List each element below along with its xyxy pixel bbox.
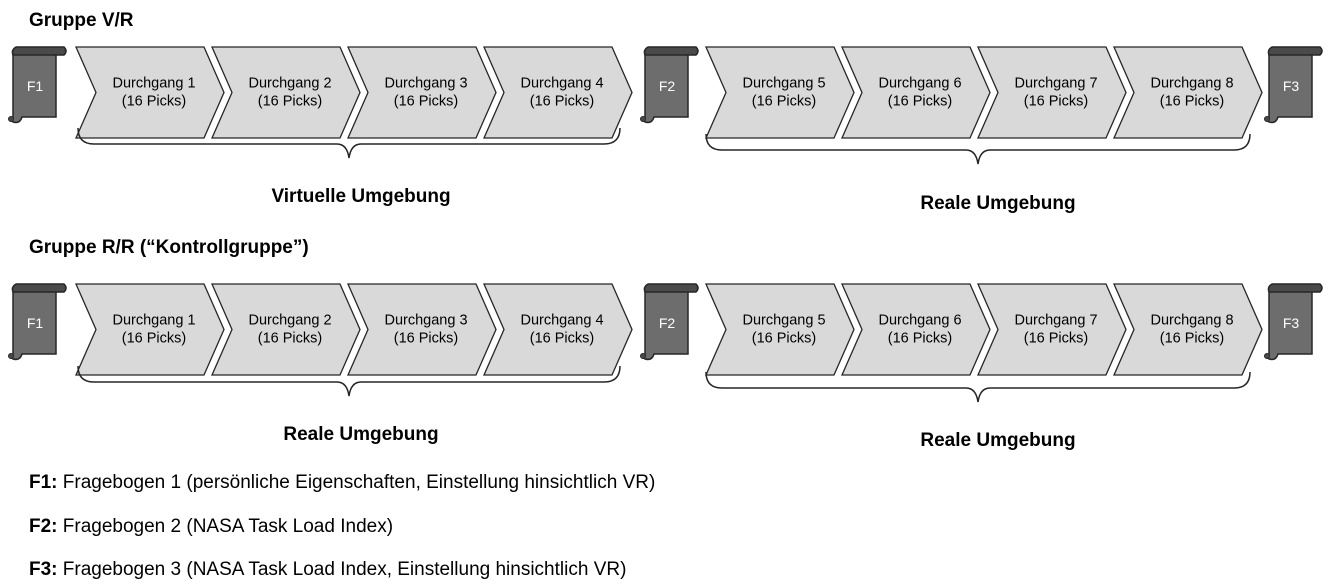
group-2-chevron-pass-1-sub: (16 Picks) bbox=[122, 331, 186, 347]
group-2-chevron-pass-7-label: Durchgang 7 bbox=[1014, 313, 1097, 329]
group-2-scroll-f2-curl bbox=[640, 353, 646, 359]
group-1-chevron-pass-5-sub: (16 Picks) bbox=[752, 94, 816, 110]
group-2-chevron-pass-5-sub: (16 Picks) bbox=[752, 331, 816, 347]
group-2-chevron-pass-5-label: Durchgang 5 bbox=[742, 313, 825, 329]
group-1-chevron-pass-2-label: Durchgang 2 bbox=[248, 76, 331, 92]
group-2-scroll-f1-roll bbox=[11, 283, 67, 293]
group-2-scroll-f3-roll bbox=[1267, 283, 1323, 293]
group-1-brace-label-1: Virtuelle Umgebung bbox=[271, 186, 450, 207]
group-1-chevron-pass-1 bbox=[75, 46, 225, 139]
group-1-chevron-pass-8 bbox=[1113, 46, 1263, 139]
group-1-chevron-pass-3-label: Durchgang 3 bbox=[384, 76, 467, 92]
group-2-title: Gruppe R/R (“Kontrollgruppe”) bbox=[29, 237, 309, 258]
group-2-chevron-pass-7-sub: (16 Picks) bbox=[1024, 331, 1088, 347]
group-1-chevron-pass-8-label: Durchgang 8 bbox=[1150, 76, 1233, 92]
group-2-chevron-pass-8 bbox=[1113, 283, 1263, 376]
group-1-scroll-f1-roll bbox=[11, 46, 67, 56]
group-2-scroll-f2-label: F2 bbox=[659, 315, 676, 331]
group-1-scroll-f3-curl bbox=[1264, 116, 1270, 122]
group-1-chevron-pass-5-label: Durchgang 5 bbox=[742, 76, 825, 92]
group-1-chevron-pass-3 bbox=[347, 46, 497, 139]
group-1-chevron-pass-7 bbox=[977, 46, 1127, 139]
legend-f3: F3: Fragebogen 3 (NASA Task Load Index, … bbox=[29, 559, 626, 581]
group-1-chevron-pass-5 bbox=[705, 46, 855, 139]
group-1-chevron-pass-6-sub: (16 Picks) bbox=[888, 94, 952, 110]
legend-text-f2: Fragebogen 2 (NASA Task Load Index) bbox=[57, 516, 394, 537]
group-1-brace-2 bbox=[705, 133, 1251, 165]
group-1-chevron-pass-4-label: Durchgang 4 bbox=[520, 76, 603, 92]
group-1-scroll-f3-roll bbox=[1267, 46, 1323, 56]
group-1-chevron-pass-7-label: Durchgang 7 bbox=[1014, 76, 1097, 92]
group-2-chevron-pass-6-sub: (16 Picks) bbox=[888, 331, 952, 347]
group-1-chevron-pass-1-sub: (16 Picks) bbox=[122, 94, 186, 110]
group-1-chevron-pass-7-sub: (16 Picks) bbox=[1024, 94, 1088, 110]
group-2-chevron-pass-4-sub: (16 Picks) bbox=[530, 331, 594, 347]
group-1-chevron-pass-4 bbox=[483, 46, 633, 139]
group-2-scroll-f1-curl bbox=[8, 353, 14, 359]
group-2-scroll-f3-label: F3 bbox=[1283, 315, 1300, 331]
group-2-chevron-pass-6-label: Durchgang 6 bbox=[878, 313, 961, 329]
group-1-brace-label-2: Reale Umgebung bbox=[920, 193, 1075, 214]
legend-key-f1: F1: bbox=[29, 472, 58, 493]
group-2-chevron-pass-1 bbox=[75, 283, 225, 376]
group-2-chevron-pass-2-label: Durchgang 2 bbox=[248, 313, 331, 329]
legend-key-f2: F2: bbox=[29, 516, 58, 537]
legend-f2: F2: Fragebogen 2 (NASA Task Load Index) bbox=[29, 516, 393, 538]
group-2-chevron-pass-7 bbox=[977, 283, 1127, 376]
group-2-scroll-f3-curl bbox=[1264, 353, 1270, 359]
group-2-chevron-pass-6 bbox=[841, 283, 991, 376]
group-1-chevron-pass-6 bbox=[841, 46, 991, 139]
group-1-chevron-pass-4-sub: (16 Picks) bbox=[530, 94, 594, 110]
group-2-chevron-pass-8-label: Durchgang 8 bbox=[1150, 313, 1233, 329]
group-2-chevron-pass-1-label: Durchgang 1 bbox=[112, 313, 195, 329]
group-1-scroll-f1-curl bbox=[8, 116, 14, 122]
group-1-scroll-f2-roll bbox=[643, 46, 699, 56]
legend-f1: F1: Fragebogen 1 (persönliche Eigenschaf… bbox=[29, 472, 655, 494]
legend-key-f3: F3: bbox=[29, 559, 58, 580]
group-1-brace-1 bbox=[77, 127, 621, 159]
group-2-chevron-pass-3-label: Durchgang 3 bbox=[384, 313, 467, 329]
group-1-chevron-pass-3-sub: (16 Picks) bbox=[394, 94, 458, 110]
group-1-chevron-pass-8-sub: (16 Picks) bbox=[1160, 94, 1224, 110]
group-2-chevron-pass-4-label: Durchgang 4 bbox=[520, 313, 603, 329]
group-2-brace-1 bbox=[77, 365, 621, 397]
group-1-scroll-f2-label: F2 bbox=[659, 78, 676, 94]
group-2-scroll-f1-label: F1 bbox=[27, 315, 44, 331]
group-2-brace-label-1: Reale Umgebung bbox=[283, 424, 438, 445]
group-1-chevron-pass-2-sub: (16 Picks) bbox=[258, 94, 322, 110]
group-1-chevron-pass-1-label: Durchgang 1 bbox=[112, 76, 195, 92]
group-2-chevron-pass-3 bbox=[347, 283, 497, 376]
group-2-chevron-pass-8-sub: (16 Picks) bbox=[1160, 331, 1224, 347]
group-2-scroll-f2-roll bbox=[643, 283, 699, 293]
group-2-chevron-pass-2-sub: (16 Picks) bbox=[258, 331, 322, 347]
group-1-scroll-f3-label: F3 bbox=[1283, 78, 1300, 94]
group-1-chevron-pass-2 bbox=[211, 46, 361, 139]
legend-text-f1: Fragebogen 1 (persönliche Eigenschaften,… bbox=[57, 472, 656, 493]
group-2-brace-label-2: Reale Umgebung bbox=[920, 430, 1075, 451]
group-2-chevron-pass-3-sub: (16 Picks) bbox=[394, 331, 458, 347]
group-2-chevron-pass-5 bbox=[705, 283, 855, 376]
group-2-chevron-pass-2 bbox=[211, 283, 361, 376]
group-1-scroll-f2-curl bbox=[640, 116, 646, 122]
group-1-scroll-f1-label: F1 bbox=[27, 78, 44, 94]
legend-text-f3: Fragebogen 3 (NASA Task Load Index, Eins… bbox=[57, 559, 627, 580]
group-2-chevron-pass-4 bbox=[483, 283, 633, 376]
group-1-chevron-pass-6-label: Durchgang 6 bbox=[878, 76, 961, 92]
group-1-title: Gruppe V/R bbox=[29, 10, 134, 31]
group-2-brace-2 bbox=[705, 371, 1251, 403]
